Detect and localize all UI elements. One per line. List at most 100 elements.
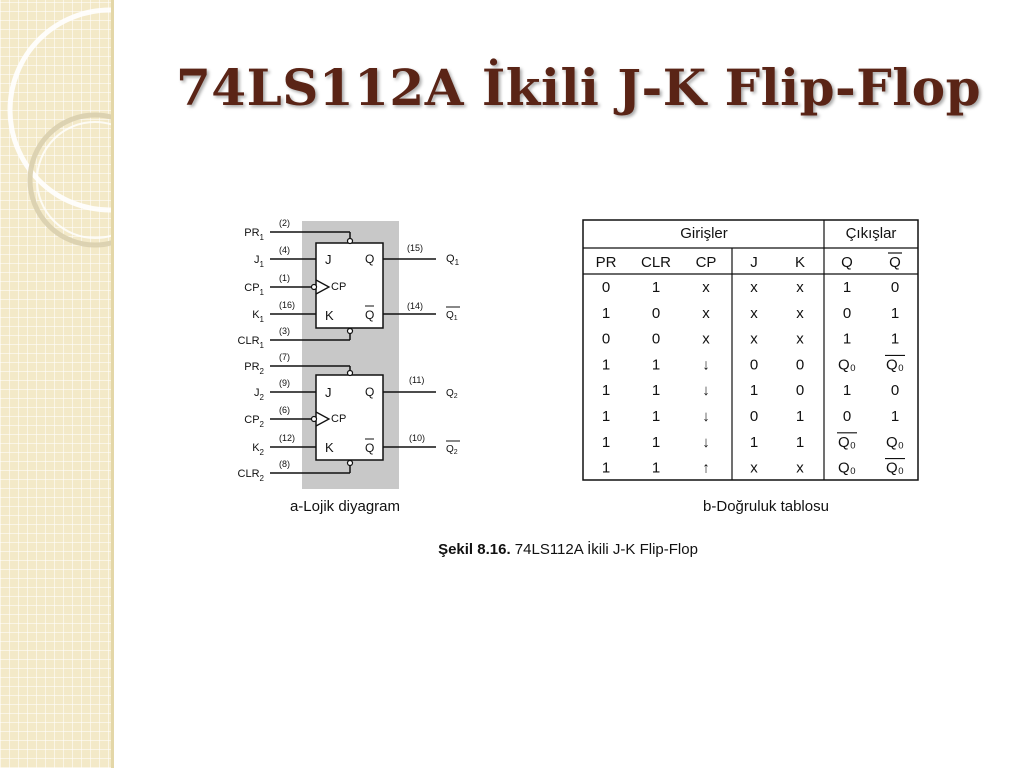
ff2-in-cp: CP: [331, 413, 346, 425]
ff2-qbar-label: Q2: [446, 444, 458, 456]
ff2-pin-number: (9): [279, 378, 290, 388]
truth-table-caption: b-Doğruluk tablosu: [703, 498, 829, 515]
figure-caption: Şekil 8.16. 74LS112A İkili J-K Flip-Flop: [438, 540, 698, 558]
column-header: J: [750, 254, 758, 271]
table-cell: 0: [652, 331, 660, 348]
table-cell: 1: [796, 408, 804, 425]
table-cell: x: [796, 305, 804, 322]
ff1-qbar-pin-number: (14): [407, 301, 423, 311]
ff1-pin-number: (1): [279, 273, 290, 283]
decorative-sidebar: [0, 0, 213, 768]
ff2-qbar-pin-number: (10): [409, 433, 425, 443]
column-header: Q: [841, 254, 853, 271]
table-cell: ↓: [702, 434, 710, 451]
ff1-in-k: K: [325, 308, 334, 323]
table-cell: x: [796, 331, 804, 348]
table-cell: 1: [843, 382, 851, 399]
ff1-cp-bubble: [310, 283, 318, 291]
column-header: CP: [696, 254, 717, 271]
ff2-in-j: J: [325, 385, 332, 400]
ff1-in-cp: CP: [331, 281, 346, 293]
ff1-qbar-label: Q1: [446, 310, 458, 322]
table-cell: 0: [750, 356, 758, 373]
table-cell: x: [750, 279, 758, 296]
inputs-group-header: Girişler: [680, 225, 728, 242]
column-header: CLR: [641, 254, 671, 271]
ff2-pin-label: J2: [254, 387, 265, 402]
column-header: Q: [889, 254, 901, 271]
table-cell: Q₀: [886, 434, 904, 451]
table-cell: 1: [652, 356, 660, 373]
table-cell: 0: [843, 305, 851, 322]
table-cell: 1: [602, 356, 610, 373]
table-cell: 1: [891, 305, 899, 322]
ff1-clock-triangle: [315, 279, 331, 295]
input-pin-labels: (2)PR1(4)J1(1)CP1(16)K1(3)CLR1(7)PR2(9)J…: [238, 218, 295, 483]
table-cell: 1: [750, 382, 758, 399]
table-cell: 0: [891, 382, 899, 399]
table-cell: 1: [843, 331, 851, 348]
table-cell: x: [750, 305, 758, 322]
ff2-pin-number: (12): [279, 433, 295, 443]
ff2-pin-label: PR2: [244, 361, 264, 376]
ff1-clr-bubble: [346, 327, 354, 335]
ff2-pin-label: CLR2: [238, 468, 265, 483]
ff1-pin-number: (2): [279, 218, 290, 228]
sidebar-edge: [111, 0, 114, 768]
ff2-q-pin-number: (11): [409, 375, 424, 385]
ff1-pin-number: (16): [279, 300, 295, 310]
table-cell: 1: [602, 408, 610, 425]
ff2-pin-number: (7): [279, 352, 290, 362]
table-row: 1 1 ↓ 1 0 1 0: [602, 382, 899, 399]
table-cell: 1: [796, 434, 804, 451]
ff1-pin-number: (4): [279, 245, 290, 255]
table-cell: ↓: [702, 382, 710, 399]
ff2-pin-label: CP2: [244, 414, 264, 429]
truth-table-frame: [582, 219, 919, 481]
table-cell: 1: [652, 460, 660, 477]
table-cell: ↓: [702, 408, 710, 425]
table-cell: 1: [652, 382, 660, 399]
table-cell: 0: [796, 382, 804, 399]
table-cell: x: [702, 279, 710, 296]
ff2-pin-number: (6): [279, 405, 290, 415]
table-cell: 1: [602, 460, 610, 477]
table-cell: 1: [750, 434, 758, 451]
logic-diagram: J CP K Q Q (15) (14) Q1 Q1: [238, 218, 460, 515]
ff2-cp-bubble: [310, 415, 318, 423]
ff1-pin-label: PR1: [244, 227, 264, 242]
table-cell: 1: [891, 331, 899, 348]
ff2-in-k: K: [325, 440, 334, 455]
ff2-pr-bubble: [346, 369, 354, 377]
table-cell: 0: [652, 305, 660, 322]
table-cell: Q₀: [886, 356, 904, 373]
logic-diagram-caption: a-Lojik diyagram: [290, 498, 400, 515]
table-cell: 1: [843, 279, 851, 296]
ff1-pin-label: CLR1: [238, 335, 265, 350]
ff2-clr-bubble: [346, 459, 354, 467]
ff1-pin-label: CP1: [244, 282, 264, 297]
ff1-pin-number: (3): [279, 326, 290, 336]
table-cell: 0: [796, 356, 804, 373]
table-cell: 0: [891, 279, 899, 296]
table-cell: 1: [602, 434, 610, 451]
ff1-pr-bubble: [346, 237, 354, 245]
ff1-pin-label: J1: [254, 254, 265, 269]
table-cell: x: [702, 305, 710, 322]
ff2-pin-label: K2: [252, 442, 264, 457]
column-header: K: [795, 254, 805, 271]
ff1-q-pin-number: (15): [407, 243, 423, 253]
table-cell: Q₀: [838, 434, 856, 451]
table-cell: 1: [602, 382, 610, 399]
ff1-q-label: Q1: [446, 253, 460, 267]
flip-flop-2: J CP K Q Q (11) (10) Q2 Q2: [270, 365, 460, 474]
outputs-group-header: Çıkışlar: [846, 225, 897, 242]
table-cell: 0: [750, 408, 758, 425]
